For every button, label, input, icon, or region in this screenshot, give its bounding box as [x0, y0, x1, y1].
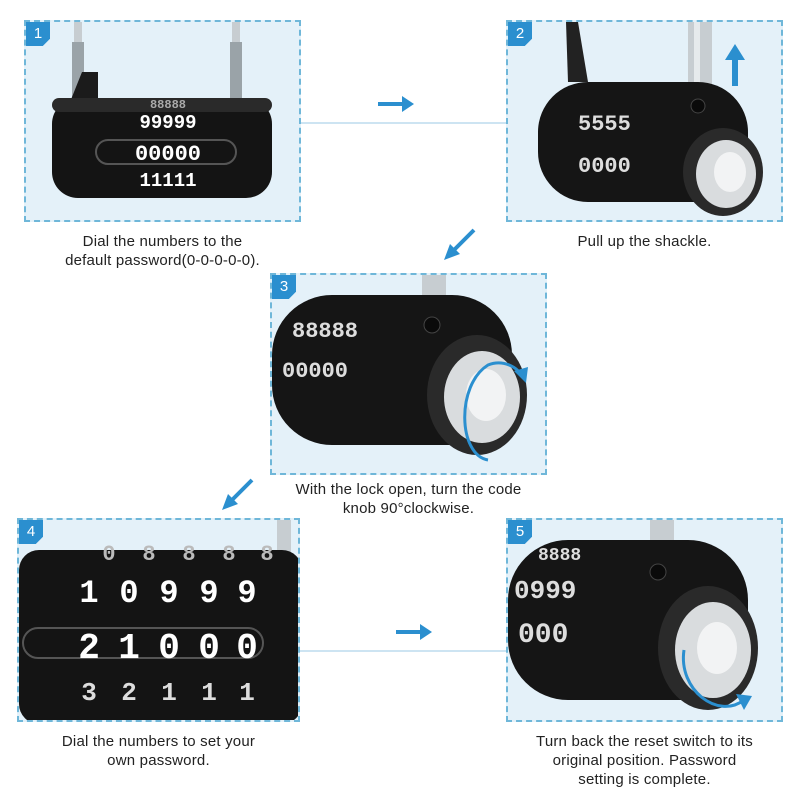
dial-digit: 1	[201, 678, 217, 708]
dial-row-mid: 00000	[135, 142, 201, 167]
dial-digit: 9	[237, 575, 256, 612]
arrow-right-icon	[394, 621, 434, 643]
step-number-badge: 4	[19, 520, 43, 544]
dial-digit: 0	[158, 628, 180, 669]
dial-row-upper: 88888	[150, 98, 186, 112]
dial-row-top: 99999	[139, 112, 196, 134]
dial-digit: 8	[142, 542, 155, 567]
step-1-caption: Dial the numbers to the default password…	[65, 233, 260, 269]
rotate-clockwise-icon	[448, 355, 528, 465]
step-1-panel: 1 88888 99999 00000 11111	[24, 20, 301, 222]
dial-digit: 9	[199, 575, 218, 612]
connector-line	[300, 650, 510, 652]
dial-digit: 0	[119, 575, 138, 612]
svg-text:000: 000	[518, 620, 568, 651]
step-5-panel: 5 8888 0999 000	[506, 518, 783, 722]
dial-digit: 8	[222, 542, 235, 567]
step-3-caption: With the lock open, turn the code knob 9…	[295, 481, 522, 517]
dial-digit: 3	[81, 678, 97, 708]
lock-shackle-pulled-image: 5555 0000	[538, 22, 763, 216]
dial-digit: 0	[198, 628, 220, 669]
step-2-caption: Pull up the shackle.	[577, 233, 712, 250]
dial-digit: 1	[239, 678, 255, 708]
reset-switch-image: 8888 0999 000	[508, 520, 758, 710]
svg-text:0000: 0000	[578, 154, 631, 179]
lock-code-knob-image: 88888 00000	[272, 275, 527, 455]
dial-row-bottom: 11111	[139, 170, 196, 192]
dial-digit: 1	[118, 628, 140, 669]
dial-digit: 1	[161, 678, 177, 708]
arrow-up-icon	[724, 42, 746, 88]
step-4-caption: Dial the numbers to set your own passwor…	[61, 733, 256, 769]
svg-text:5555: 5555	[578, 112, 631, 137]
svg-text:00000: 00000	[282, 359, 348, 384]
dial-digit: 8	[260, 542, 273, 567]
step-2-panel: 2 5555 0000	[506, 20, 783, 222]
dial-digit: 8	[182, 542, 195, 567]
step-number-badge: 3	[272, 275, 296, 299]
rotate-clockwise-icon	[678, 640, 758, 720]
step-5-caption: Turn back the reset switch to its origin…	[536, 733, 753, 788]
step-number-badge: 5	[508, 520, 532, 544]
connector-line	[300, 122, 510, 124]
dial-digit: 0	[102, 542, 115, 567]
step-number-badge: 2	[508, 22, 532, 46]
svg-text:0999: 0999	[514, 576, 576, 606]
arrow-down-left-icon	[218, 474, 258, 514]
svg-text:8888: 8888	[538, 546, 581, 566]
svg-text:88888: 88888	[292, 319, 358, 344]
dial-digit: 0	[236, 628, 258, 669]
dial-digit: 2	[121, 678, 137, 708]
dial-digit: 1	[79, 575, 98, 612]
combination-lock-front-image: 88888 99999 00000 11111	[52, 22, 272, 198]
dial-digit: 2	[78, 628, 100, 669]
step-3-panel: 3 88888 00000	[270, 273, 547, 475]
dial-digit: 9	[159, 575, 178, 612]
arrow-down-left-icon	[440, 224, 480, 264]
step-number-badge: 1	[26, 22, 50, 46]
arrow-right-icon	[376, 93, 416, 115]
